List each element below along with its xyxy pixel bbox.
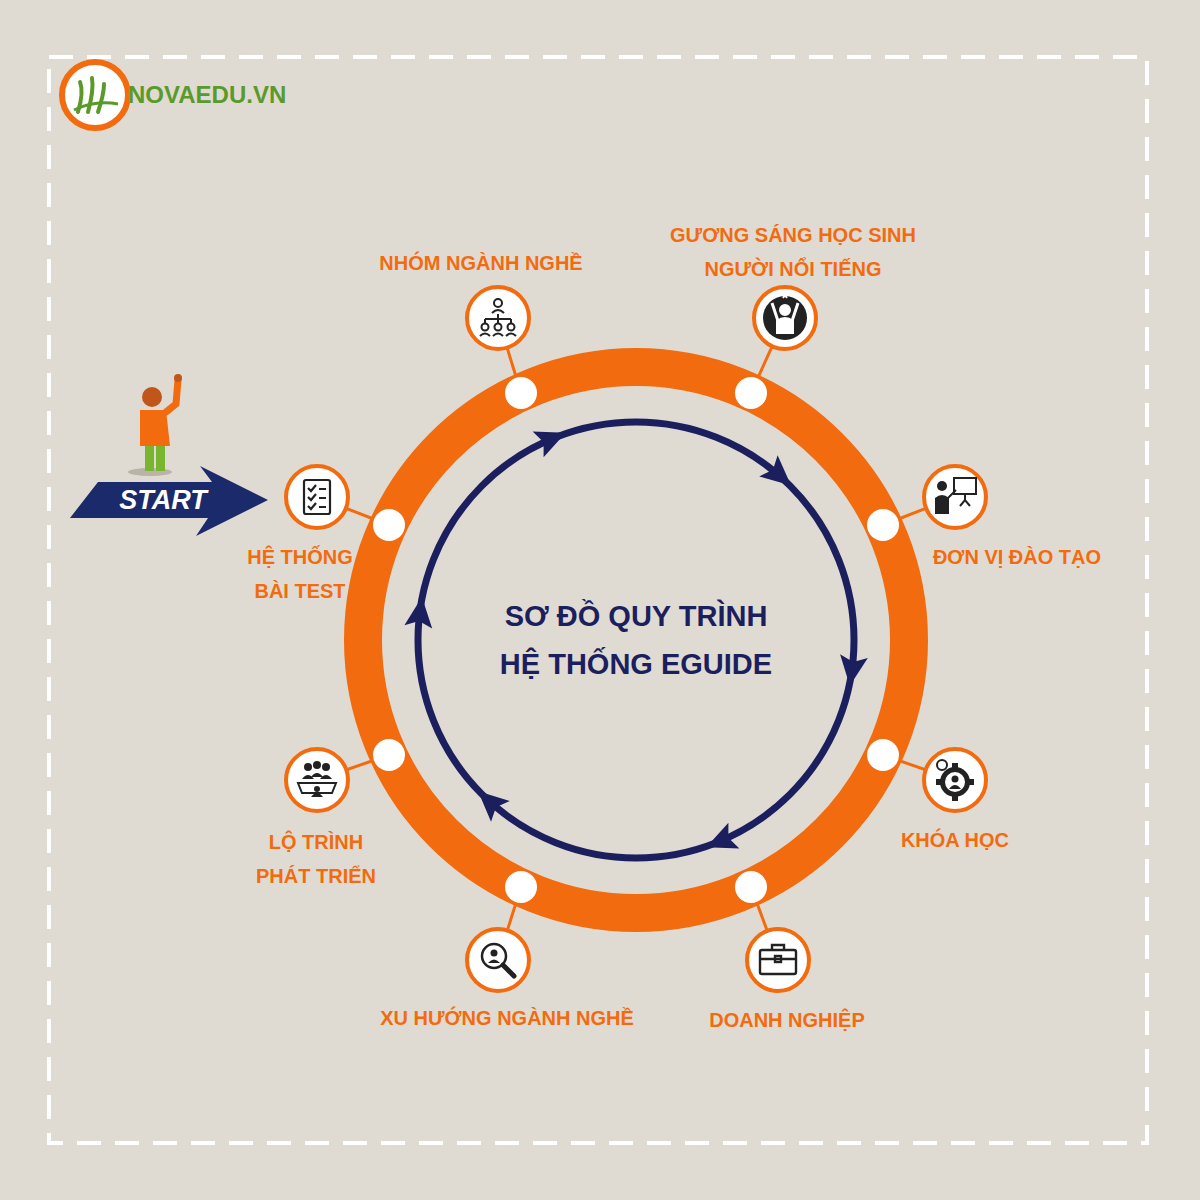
node-icon [282, 745, 352, 815]
orange-ring [363, 367, 909, 913]
node-label: LỘ TRÌNH PHÁT TRIỂN [241, 825, 391, 893]
node-icon [282, 462, 352, 532]
node-icon [750, 283, 820, 353]
node-label: GƯƠNG SÁNG HỌC SINH NGƯỜI NỔI TIẾNG [658, 218, 928, 286]
logo-text: NOVAEDU.VN [128, 81, 286, 109]
start-arrow [70, 466, 268, 536]
diagram-title: SƠ ĐỒ QUY TRÌNH HỆ THỐNG EGUIDE [481, 592, 791, 688]
dashed-frame [49, 57, 1147, 1143]
icon-node: XU HƯỚNG NGÀNH NGHỀ [463, 925, 533, 995]
node-label: DOANH NGHIỆP [708, 1003, 866, 1037]
node-icon [920, 462, 990, 532]
label-holder: DOANH NGHIỆP [708, 1003, 866, 1037]
icon-node: DOANH NGHIỆP [743, 925, 813, 995]
icon-node: LỘ TRÌNH PHÁT TRIỂN [282, 745, 352, 815]
node-icon [920, 745, 990, 815]
cycle-circle [418, 422, 854, 858]
node-label: XU HƯỚNG NGÀNH NGHỀ [379, 1001, 635, 1035]
icon-node: ĐƠN VỊ ĐÀO TẠO [920, 462, 990, 532]
icon-node: NHÓM NGÀNH NGHỀ [463, 283, 533, 353]
label-holder: HỆ THỐNG BÀI TEST [235, 540, 365, 608]
label-holder: NHÓM NGÀNH NGHỀ [378, 246, 584, 280]
icon-node: HỆ THỐNG BÀI TEST [282, 462, 352, 532]
node-label: KHÓA HỌC [900, 823, 1011, 857]
logo-mark [62, 62, 128, 128]
label-holder: XU HƯỚNG NGÀNH NGHỀ [379, 1001, 635, 1035]
leader-lines [317, 318, 955, 960]
node-icon [463, 925, 533, 995]
label-holder: GƯƠNG SÁNG HỌC SINH NGƯỜI NỔI TIẾNG [658, 218, 928, 286]
icon-node: KHÓA HỌC [920, 745, 990, 815]
person-figure [128, 374, 182, 476]
label-holder: KHÓA HỌC [900, 823, 1011, 857]
label-holder: LỘ TRÌNH PHÁT TRIỂN [241, 825, 391, 893]
label-holder: ĐƠN VỊ ĐÀO TẠO [932, 540, 1103, 574]
node-label: HỆ THỐNG BÀI TEST [235, 540, 365, 608]
node-label: ĐƠN VỊ ĐÀO TẠO [932, 540, 1103, 574]
node-icon [463, 283, 533, 353]
node-label: NHÓM NGÀNH NGHỀ [378, 246, 584, 280]
icon-node: GƯƠNG SÁNG HỌC SINH NGƯỜI NỔI TIẾNG [750, 283, 820, 353]
ring-dots [373, 377, 899, 903]
start-label: START [119, 485, 207, 516]
node-icon [743, 925, 813, 995]
cycle-arrowheads [404, 420, 867, 860]
